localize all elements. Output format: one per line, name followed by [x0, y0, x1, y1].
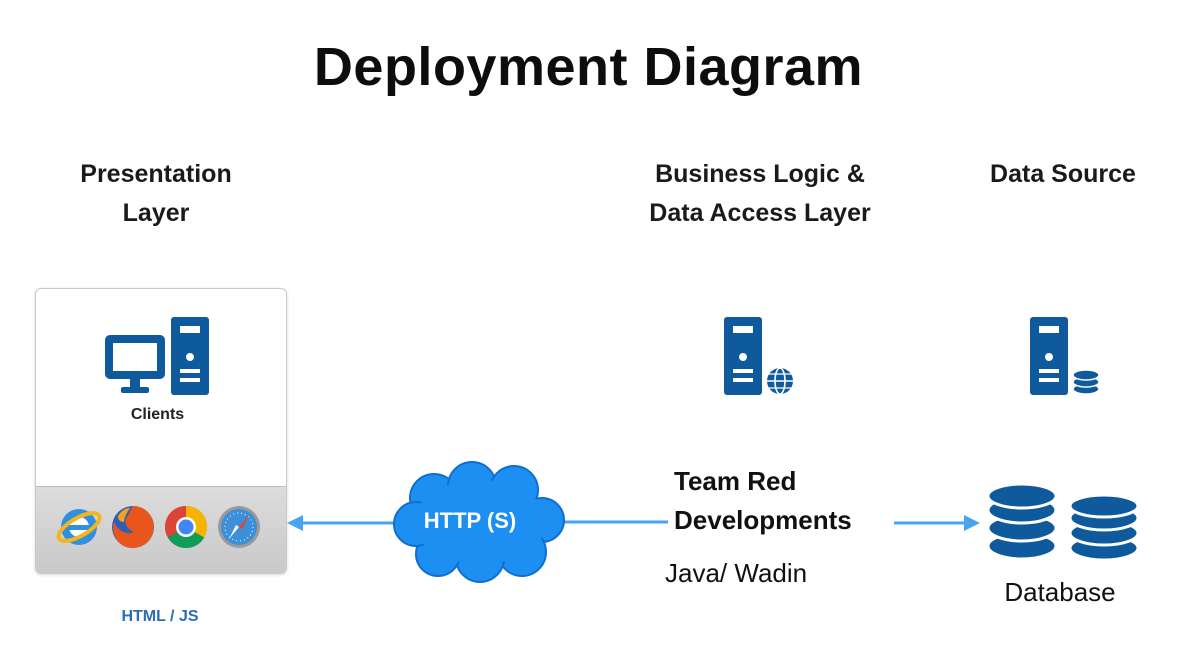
page-title: Deployment Diagram — [313, 37, 864, 97]
server-tech-label: Java/ Wadin — [665, 558, 808, 588]
data-server-icon — [1030, 317, 1100, 395]
firefox-icon — [112, 506, 154, 548]
internet-explorer-icon — [56, 509, 102, 545]
database-icon — [986, 482, 1140, 562]
business-layer-heading: Business Logic & Data Access Layer — [649, 160, 871, 227]
clients-label: Clients — [130, 406, 185, 423]
server-connection-line — [560, 520, 668, 524]
database-label: Database — [1004, 577, 1116, 607]
database-arrow — [894, 515, 980, 531]
client-tech-label: HTML / JS — [121, 608, 199, 625]
chrome-icon — [164, 506, 208, 549]
client-computer-icon — [105, 317, 209, 395]
http-cloud-icon — [393, 461, 565, 583]
server-name-label: Team Red Developments — [674, 466, 852, 535]
application-server-icon — [724, 317, 795, 396]
http-label: HTTP (S) — [423, 508, 517, 533]
data-source-heading: Data Source — [990, 160, 1136, 188]
safari-icon — [218, 506, 260, 548]
presentation-layer-heading: Presentation Layer — [80, 160, 232, 227]
